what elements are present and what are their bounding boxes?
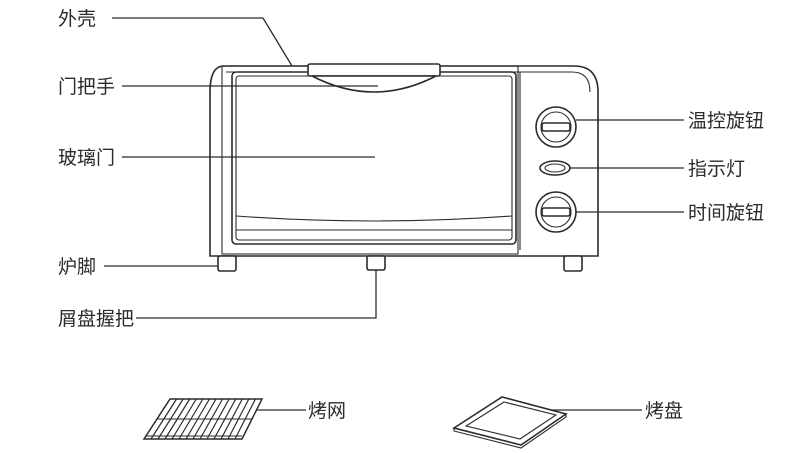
part-labels: 外壳 门把手 玻璃门 炉脚 屑盘握把 温控旋钮 指示灯 时间旋钮 烤网 烤盘 [58,8,764,422]
baking-tray [452,396,568,449]
timer-knob-grip [541,207,571,217]
oven-foot-left [217,255,237,272]
temp-knob [535,106,577,148]
crumb-tray-handle [366,255,386,271]
baking-tray-inner [464,401,558,440]
door-handle-grip [311,75,437,93]
temp-knob-grip [541,122,571,132]
timer-knob-inner [540,196,572,228]
wire-rack [142,398,264,440]
temp-knob-inner [540,111,572,143]
label-baking-tray: 烤盘 [645,400,683,422]
shell-inner-line [226,71,591,93]
wire-rack-bars [150,398,256,440]
label-feet: 炉脚 [58,256,96,278]
leader-crumb-tray [136,270,377,319]
label-shell: 外壳 [58,8,96,30]
leader-shell [112,17,293,67]
oven-foot-right [563,255,583,272]
label-wire-rack: 烤网 [308,400,346,422]
door-handle [307,63,441,93]
label-timer-knob: 时间旋钮 [688,202,764,224]
label-glass-door: 玻璃门 [58,147,115,169]
door-bottom-trim [235,215,513,222]
label-indicator: 指示灯 [688,158,745,180]
baking-tray-rim [452,396,568,446]
leader-lines [104,17,684,411]
label-crumb-tray-handle: 屑盘握把 [58,308,134,330]
door-handle-bar [307,63,441,77]
timer-knob [535,191,577,233]
oven-body [209,63,599,272]
label-door-handle: 门把手 [58,76,115,98]
label-temp-knob: 温控旋钮 [688,110,764,132]
baking-tray-side [453,414,567,449]
indicator-light-inner [544,163,566,173]
